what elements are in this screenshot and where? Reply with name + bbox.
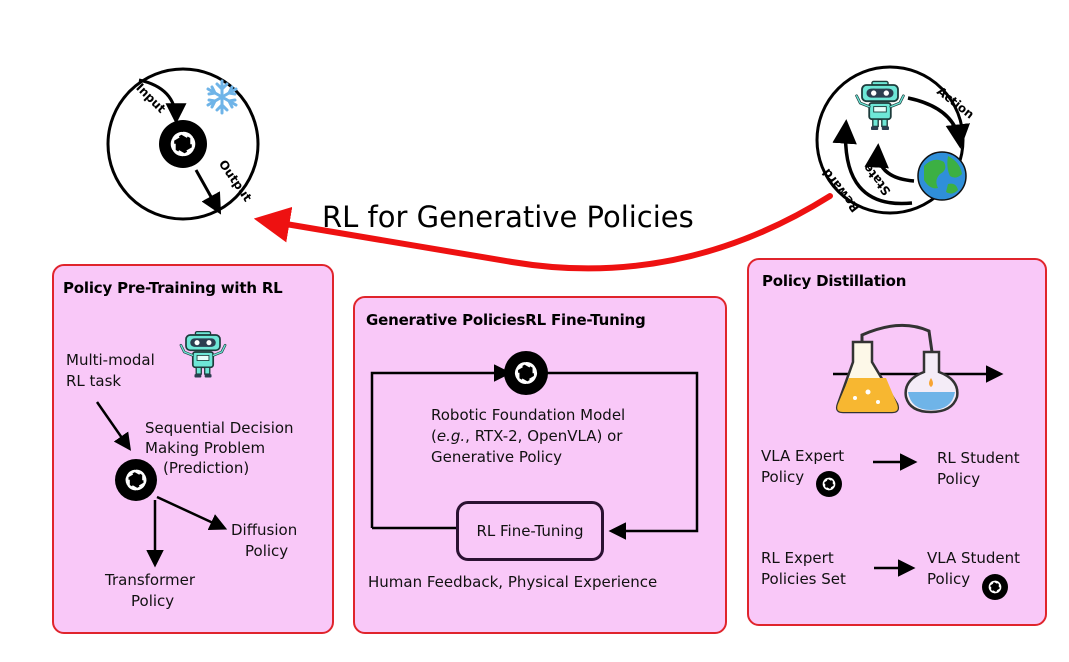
rl-student-line1: RL Student	[937, 449, 1020, 467]
problem-line3: (Prediction)	[163, 459, 250, 477]
model-line1: Robotic Foundation Model	[431, 406, 626, 424]
problem-line1: Sequential Decision	[145, 419, 294, 437]
state-arrow	[864, 143, 915, 183]
distillation-title: Policy Distillation	[762, 272, 907, 290]
task-line2: RL task	[66, 372, 122, 390]
diffusion-line1: Diffusion	[231, 521, 298, 539]
vla-expert-line1: VLA Expert	[761, 447, 845, 465]
model-line2-rest: , RTX-2, OpenVLA) or	[465, 427, 623, 445]
rl-finetuning-box: RL Fine-Tuning	[456, 501, 604, 561]
rl-expert-line1: RL Expert	[761, 549, 834, 567]
headline-title: RL for Generative Policies	[322, 200, 694, 234]
input-arrow	[138, 78, 187, 125]
openai-logo-icon	[159, 120, 207, 168]
rl-finetuning-label: RL Fine-Tuning	[476, 522, 584, 540]
rl-student-line2: Policy	[937, 470, 981, 488]
reward-arrow	[832, 119, 913, 206]
vla-student-line2: Policy	[927, 570, 971, 588]
pretraining-title: Policy Pre-Training with RL	[63, 279, 283, 297]
rl-expert-line2: Policies Set	[761, 570, 846, 588]
panel-pretraining	[52, 264, 334, 634]
earth-globe-icon	[917, 151, 967, 201]
model-eg: e.g.	[436, 427, 466, 445]
output-arrow	[194, 169, 222, 215]
vla-expert-line2: Policy	[761, 468, 805, 486]
snowflake-icon	[206, 79, 238, 115]
headline-arrow	[253, 193, 833, 272]
diffusion-line2: Policy	[245, 542, 289, 560]
model-line3: Generative Policy	[431, 448, 563, 466]
task-line1: Multi-modal	[66, 351, 155, 369]
panel-distillation	[747, 258, 1047, 626]
action-arrow	[907, 96, 970, 149]
model-line2: (e.g., RTX-2, OpenVLA) or	[431, 427, 623, 445]
transformer-line1: Transformer	[105, 571, 196, 589]
transformer-line2: Policy	[131, 592, 175, 610]
problem-line2: Making Problem	[145, 439, 266, 457]
vla-student-line1: VLA Student	[927, 549, 1021, 567]
finetuning-footer: Human Feedback, Physical Experience	[368, 573, 658, 591]
finetuning-title: Generative PoliciesRL Fine-Tuning	[366, 311, 646, 329]
